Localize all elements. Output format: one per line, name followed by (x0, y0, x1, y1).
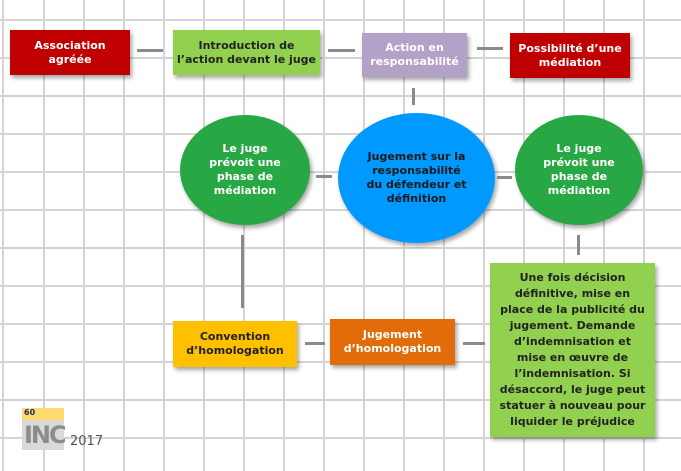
node-convention-homologation: Convention d’homologation (173, 321, 297, 367)
node-label: Convention d’homologation (186, 330, 284, 357)
node-mediation-left: Le juge prévoit une phase de médiation (180, 115, 310, 225)
connector (577, 235, 580, 255)
node-decision-definitive: Une fois décision définitive, mise en pl… (490, 263, 655, 437)
connector (477, 47, 503, 50)
node-label: Le juge prévoit une phase de médiation (209, 142, 281, 197)
connector (241, 235, 244, 308)
node-label: Une fois décision définitive, mise en pl… (499, 271, 646, 428)
logo-badge: 60 (24, 408, 36, 417)
node-label: Action en responsabilité (370, 41, 459, 68)
connector (137, 49, 163, 52)
connector (463, 342, 485, 345)
node-label: Introduction de l’action devant le juge (177, 38, 316, 66)
node-introduction: Introduction de l’action devant le juge (173, 30, 320, 75)
connector (497, 176, 512, 179)
node-jugement-homologation: Jugement d’homologation (330, 319, 455, 365)
connector (305, 342, 325, 345)
node-mediation-right: Le juge prévoit une phase de médiation (515, 115, 643, 225)
connector (412, 88, 415, 105)
node-label: Jugement sur la responsabilité du défend… (366, 150, 467, 205)
connector (328, 49, 355, 52)
node-label: Jugement d’homologation (343, 328, 442, 355)
node-jugement-responsabilite: Jugement sur la responsabilité du défend… (338, 113, 495, 243)
inc-logo: 60 INC (22, 408, 67, 450)
year-label: 2017 (70, 434, 104, 449)
logo-text: INC (24, 421, 67, 449)
node-association-agreee: Association agréée (10, 30, 130, 75)
connector (316, 175, 332, 178)
node-label: Association agréée (34, 38, 106, 66)
node-label: Le juge prévoit une phase de médiation (543, 142, 615, 197)
node-label: Possibilité d’une médiation (518, 41, 622, 69)
logo-band (22, 408, 64, 420)
node-possibilite-mediation: Possibilité d’une médiation (510, 33, 630, 78)
node-action-en-responsabilite: Action en responsabilité (362, 33, 467, 77)
